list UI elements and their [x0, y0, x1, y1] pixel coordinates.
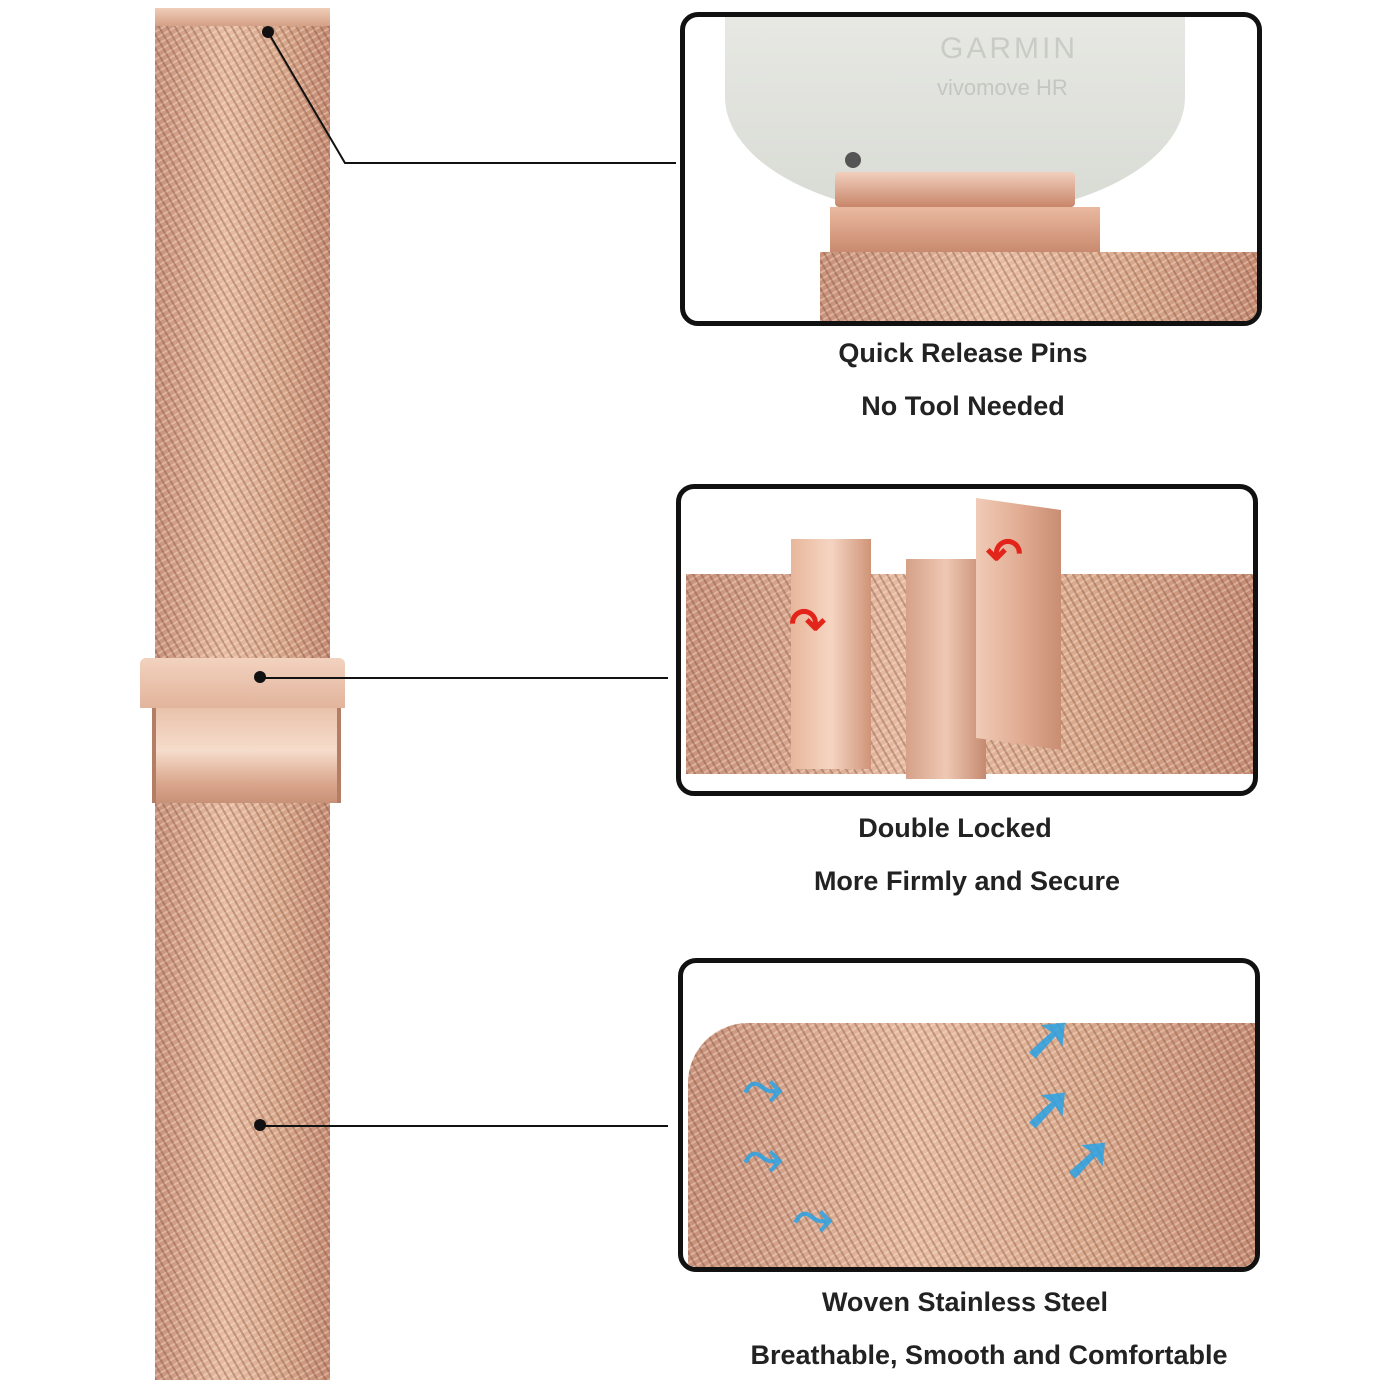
red-arrow-icon: ↶ [986, 530, 1023, 579]
clasp-left-open [791, 539, 871, 769]
clasp [140, 658, 345, 803]
quick-release-detail-image: GARMIN vivomove HR [680, 12, 1262, 326]
red-arrow-icon: ↷ [789, 600, 826, 649]
clasp-upper [140, 658, 345, 708]
clasp-center [906, 559, 986, 779]
double-lock-detail-image: ↷ ↶ [676, 484, 1258, 796]
watch-model: vivomove HR [937, 75, 1068, 100]
feature-title: Woven Stainless Steel [821, 1287, 1109, 1317]
callout-line-mesh [260, 1125, 668, 1127]
strap-end-plate [830, 207, 1100, 252]
mesh-closeup [688, 1023, 1255, 1267]
mesh-closeup [820, 252, 1257, 321]
feature-title: Double Locked [858, 813, 1052, 843]
feature-subtitle: No Tool Needed [861, 391, 1065, 421]
quick-release-pin [835, 172, 1075, 207]
airflow-arrow-icon: ➚ [1023, 1004, 1074, 1071]
strap-end-bar [155, 8, 330, 26]
airflow-arrow-icon: ⤳ [793, 1189, 833, 1245]
clasp-lower [152, 708, 341, 803]
callout-line-pins [267, 31, 676, 164]
airflow-arrow-icon: ➚ [1063, 1124, 1114, 1191]
airflow-arrow-icon: ➚ [1023, 1074, 1074, 1141]
feature-title: Quick Release Pins [838, 338, 1088, 368]
feature-subtitle: Breathable, Smooth and Comfortable [750, 1340, 1228, 1370]
callout-line-clasp [260, 677, 668, 679]
watch-brand: GARMIN [940, 32, 1078, 65]
woven-mesh-detail-image: ➚ ➚ ➚ ⤳ ⤳ ⤳ [678, 958, 1260, 1272]
feature-subtitle: More Firmly and Secure [813, 866, 1121, 896]
airflow-arrow-icon: ⤳ [743, 1059, 783, 1115]
pin-knob [845, 152, 861, 168]
airflow-arrow-icon: ⤳ [743, 1129, 783, 1185]
